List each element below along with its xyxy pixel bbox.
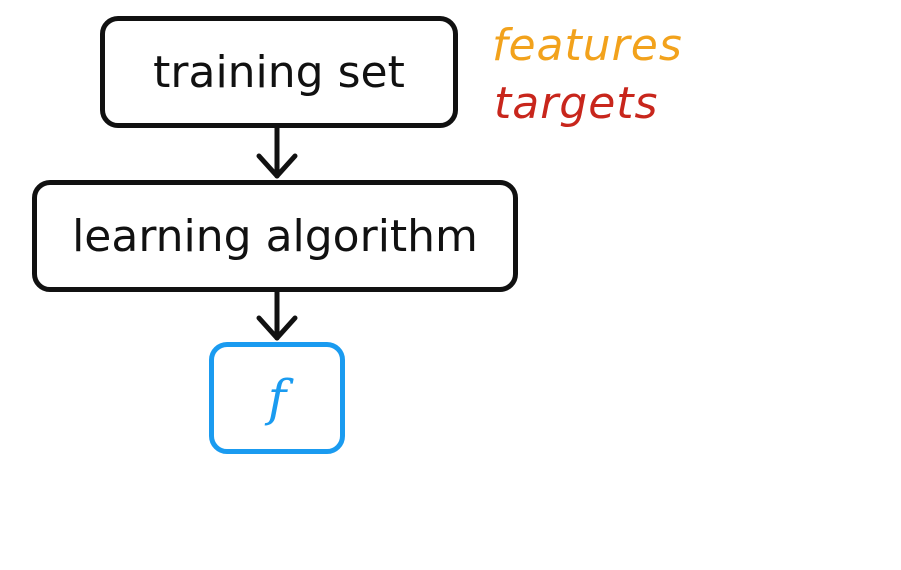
targets-label: targets	[494, 78, 659, 129]
model-f-box: f	[209, 342, 345, 454]
arrow-learning-to-f	[256, 289, 298, 341]
model-f-label: f	[267, 369, 287, 427]
training-set-label: training set	[153, 46, 405, 98]
learning-algorithm-box: learning algorithm	[32, 180, 518, 292]
learning-algorithm-label: learning algorithm	[72, 210, 478, 262]
training-set-box: training set	[100, 16, 458, 128]
features-annotation: features	[492, 24, 683, 68]
features-label: features	[492, 20, 683, 71]
targets-annotation: targets	[494, 82, 658, 126]
arrow-training-to-learning	[256, 125, 298, 179]
